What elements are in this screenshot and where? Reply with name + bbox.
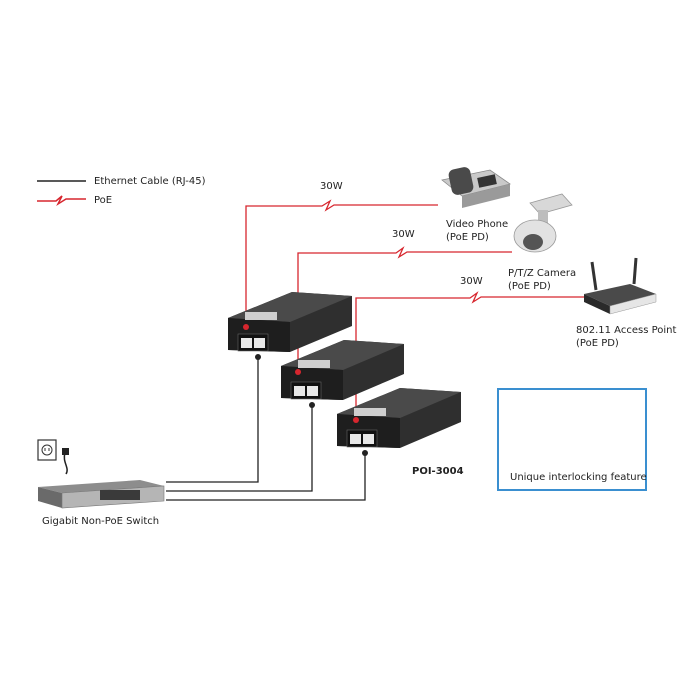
video-phone-image (441, 167, 511, 208)
power-label-3: 30W (460, 276, 483, 287)
access-point-sublabel: (PoE PD) (576, 338, 619, 349)
ptz-camera-label: P/T/Z Camera (508, 268, 577, 279)
access-point-image (584, 257, 657, 315)
ethernet-line-3 (166, 453, 366, 501)
poe-line-1 (245, 199, 438, 327)
poe-injector-1 (228, 292, 352, 360)
ptz-camera-sublabel: (PoE PD) (508, 281, 551, 292)
legend-poe-label: PoE (94, 195, 113, 206)
access-point-label: 802.11 Access Point (576, 325, 677, 336)
injector-model-label: POI-3004 (412, 466, 464, 477)
ethernet-line-1 (166, 357, 259, 483)
poe-lines (245, 199, 585, 420)
power-label-2: 30W (392, 229, 415, 240)
ptz-camera-image (513, 193, 573, 253)
switch-image (38, 480, 165, 509)
inset-caption: Unique interlocking feature (510, 472, 647, 483)
interlocking-inset (497, 388, 647, 491)
legend-ethernet-label: Ethernet Cable (RJ-45) (94, 176, 206, 187)
legend (37, 180, 86, 207)
video-phone-label: Video Phone (446, 219, 509, 230)
power-label-1: 30W (320, 181, 343, 192)
ethernet-lines (166, 357, 366, 501)
video-phone-sublabel: (PoE PD) (446, 232, 489, 243)
switch-label: Gigabit Non-PoE Switch (42, 516, 160, 527)
poe-legend-line (37, 195, 86, 207)
poe-line-3 (355, 291, 585, 420)
power-outlet-icon (37, 439, 69, 475)
poe-injector-2 (281, 340, 404, 408)
poe-line-2 (297, 246, 512, 372)
ethernet-line-2 (166, 405, 313, 492)
poe-injector-3 (337, 388, 461, 456)
